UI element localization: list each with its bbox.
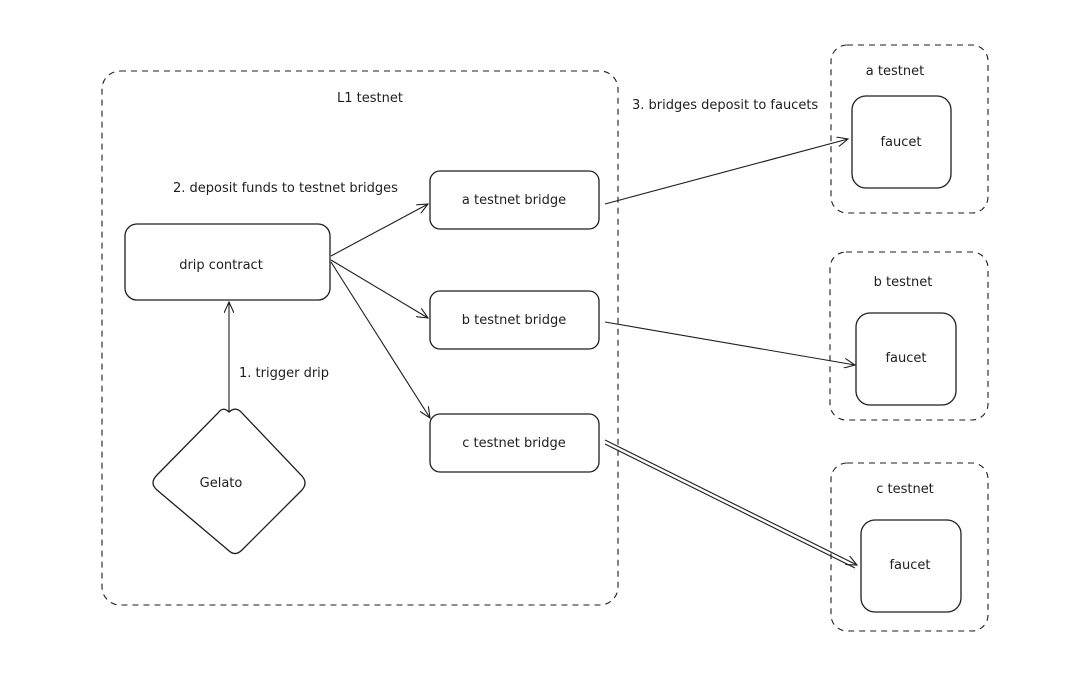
a-testnet-region bbox=[830, 44, 989, 214]
c-testnet-faucet-label: faucet bbox=[889, 558, 930, 573]
arrow-a-bridge-to-faucet bbox=[604, 139, 848, 205]
step-2-label: 2. deposit funds to testnet bridges bbox=[173, 181, 398, 196]
c-testnet-label: c testnet bbox=[876, 482, 934, 497]
arrow-drip-to-c-bridge bbox=[330, 261, 430, 418]
a-testnet-label: a testnet bbox=[866, 64, 924, 79]
c-testnet-region bbox=[830, 462, 989, 632]
a-testnet-bridge-label: a testnet bridge bbox=[462, 193, 566, 208]
c-testnet-bridge-label: c testnet bridge bbox=[462, 436, 565, 451]
a-testnet-faucet-node[interactable]: faucet bbox=[851, 95, 952, 189]
arrow-c-bridge-to-faucet-double bbox=[604, 443, 856, 569]
gelato-node[interactable]: Gelato bbox=[152, 408, 306, 555]
b-testnet-label: b testnet bbox=[874, 275, 933, 290]
b-testnet-bridge-label: b testnet bridge bbox=[462, 313, 567, 328]
c-testnet-faucet-node[interactable]: faucet bbox=[860, 519, 962, 613]
l1-testnet-label: L1 testnet bbox=[337, 91, 403, 106]
step-3-label: 3. bridges deposit to faucets bbox=[632, 98, 818, 113]
arrow-c-bridge-to-faucet bbox=[604, 439, 857, 565]
drip-contract-label: drip contract bbox=[179, 258, 263, 273]
a-testnet-faucet-label: faucet bbox=[880, 135, 921, 150]
b-testnet-faucet-node[interactable]: faucet bbox=[855, 312, 957, 406]
arrow-drip-to-b-bridge bbox=[330, 259, 428, 318]
arrow-drip-to-a-bridge bbox=[330, 204, 428, 257]
a-testnet-bridge-node[interactable]: a testnet bridge bbox=[429, 170, 600, 230]
arrow-b-bridge-to-faucet bbox=[604, 321, 855, 365]
gelato-label: Gelato bbox=[200, 476, 243, 491]
c-testnet-bridge-node[interactable]: c testnet bridge bbox=[429, 413, 600, 473]
drip-contract-node[interactable]: drip contract bbox=[124, 223, 331, 301]
b-testnet-bridge-node[interactable]: b testnet bridge bbox=[429, 290, 600, 350]
b-testnet-region bbox=[829, 251, 989, 421]
step-1-label: 1. trigger drip bbox=[239, 366, 329, 381]
b-testnet-faucet-label: faucet bbox=[885, 351, 926, 366]
